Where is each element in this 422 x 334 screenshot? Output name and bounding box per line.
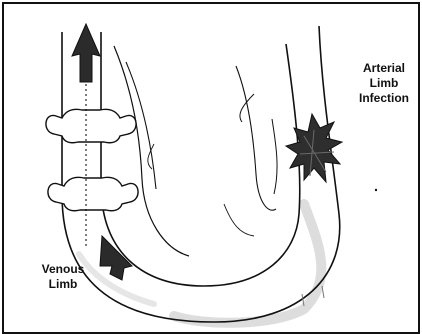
inner-vessel-line: [240, 94, 254, 122]
label-line: Arterial: [352, 61, 416, 76]
label-line: Limb: [32, 277, 94, 292]
inner-vessel-line: [224, 204, 254, 236]
arterial-limb-infection-label: Arterial Limb Infection: [352, 61, 416, 106]
label-line: Venous: [32, 262, 94, 277]
label-line: Limb: [352, 76, 416, 91]
venous-limb-label: Venous Limb: [32, 262, 94, 292]
inner-vessel-line: [236, 66, 276, 210]
shading: [174, 204, 321, 323]
bone-upper: [46, 109, 136, 142]
inner-vessel-line: [272, 119, 277, 194]
inner-wall: [101, 32, 300, 286]
speck: [375, 189, 377, 191]
label-line: Infection: [352, 91, 416, 106]
up-arrow-top: [72, 24, 100, 82]
